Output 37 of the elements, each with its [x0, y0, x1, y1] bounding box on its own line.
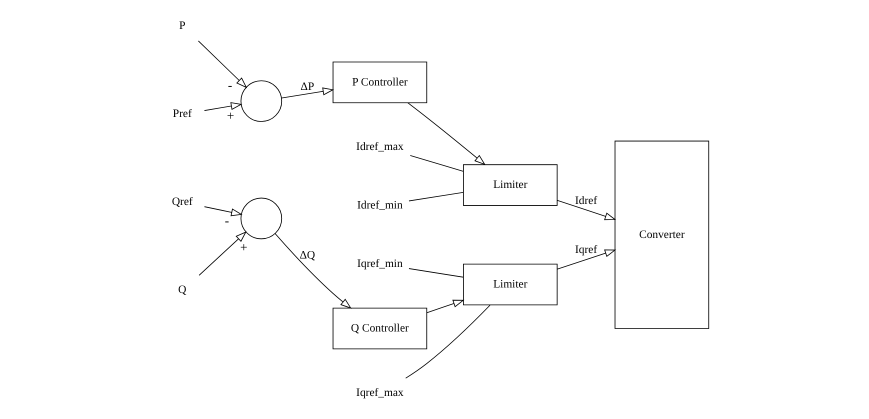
node-text: P [179, 20, 186, 32]
edge-label: ΔP [300, 80, 314, 93]
node-box: P Controller [332, 62, 428, 104]
arrow [556, 249, 616, 270]
edge-label: Idref [575, 194, 598, 207]
arrow [198, 40, 248, 88]
label: + [226, 108, 234, 123]
edge-label: Iqref [575, 244, 598, 256]
node-text: Q [178, 284, 186, 296]
label: - [224, 213, 230, 228]
arrow [281, 87, 334, 98]
connector [408, 192, 464, 202]
label: - [228, 77, 232, 92]
node-box: Limiter [463, 264, 558, 306]
node-box: Converter [614, 140, 710, 329]
edge-label: ΔQ [300, 250, 316, 262]
node-box: Limiter [463, 164, 558, 206]
node-text: Pref [172, 108, 192, 120]
arrow [198, 231, 247, 276]
arrow [204, 102, 242, 111]
arrow [426, 300, 464, 314]
node-text: Idref_max [356, 140, 404, 153]
arrow [274, 233, 352, 309]
arrow [556, 200, 616, 220]
node-text: Idref_min [357, 199, 403, 212]
arrow [204, 206, 243, 216]
node-circle [240, 80, 282, 122]
node-text: Iqref_min [357, 258, 403, 270]
connector [405, 304, 490, 379]
node-box: Q Controller [332, 308, 428, 350]
arrow [407, 102, 486, 166]
node-text: Qref [172, 196, 193, 208]
connector [410, 155, 464, 172]
node-text: Iqref_max [356, 386, 404, 399]
label: + [240, 239, 248, 254]
node-circle [240, 198, 282, 240]
connector [408, 268, 464, 278]
